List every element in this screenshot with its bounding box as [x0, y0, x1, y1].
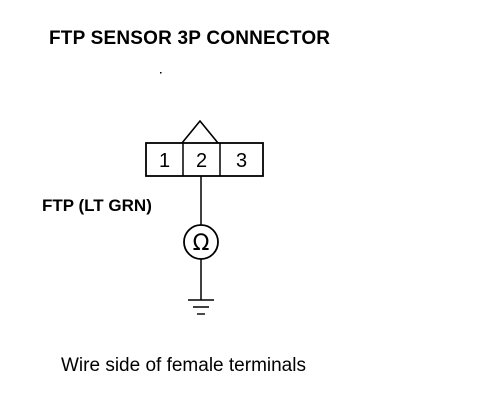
connector-body: 1 2 3	[145, 142, 264, 177]
pin-3-label: 3	[236, 150, 247, 172]
diagram-title: FTP SENSOR 3P CONNECTOR	[49, 28, 331, 49]
ohmmeter-icon: Ω	[183, 224, 219, 260]
stray-dot	[160, 72, 162, 74]
ground-icon	[188, 299, 214, 315]
pin-1-label: 1	[159, 150, 170, 172]
wire-color-label: FTP (LT GRN)	[42, 196, 152, 215]
connector-outline	[145, 142, 264, 177]
diagram-caption: Wire side of female terminals	[61, 355, 306, 376]
ohm-symbol: Ω	[193, 231, 210, 256]
pin-2-label: 2	[196, 150, 207, 172]
connector-lock-tab	[181, 119, 219, 144]
